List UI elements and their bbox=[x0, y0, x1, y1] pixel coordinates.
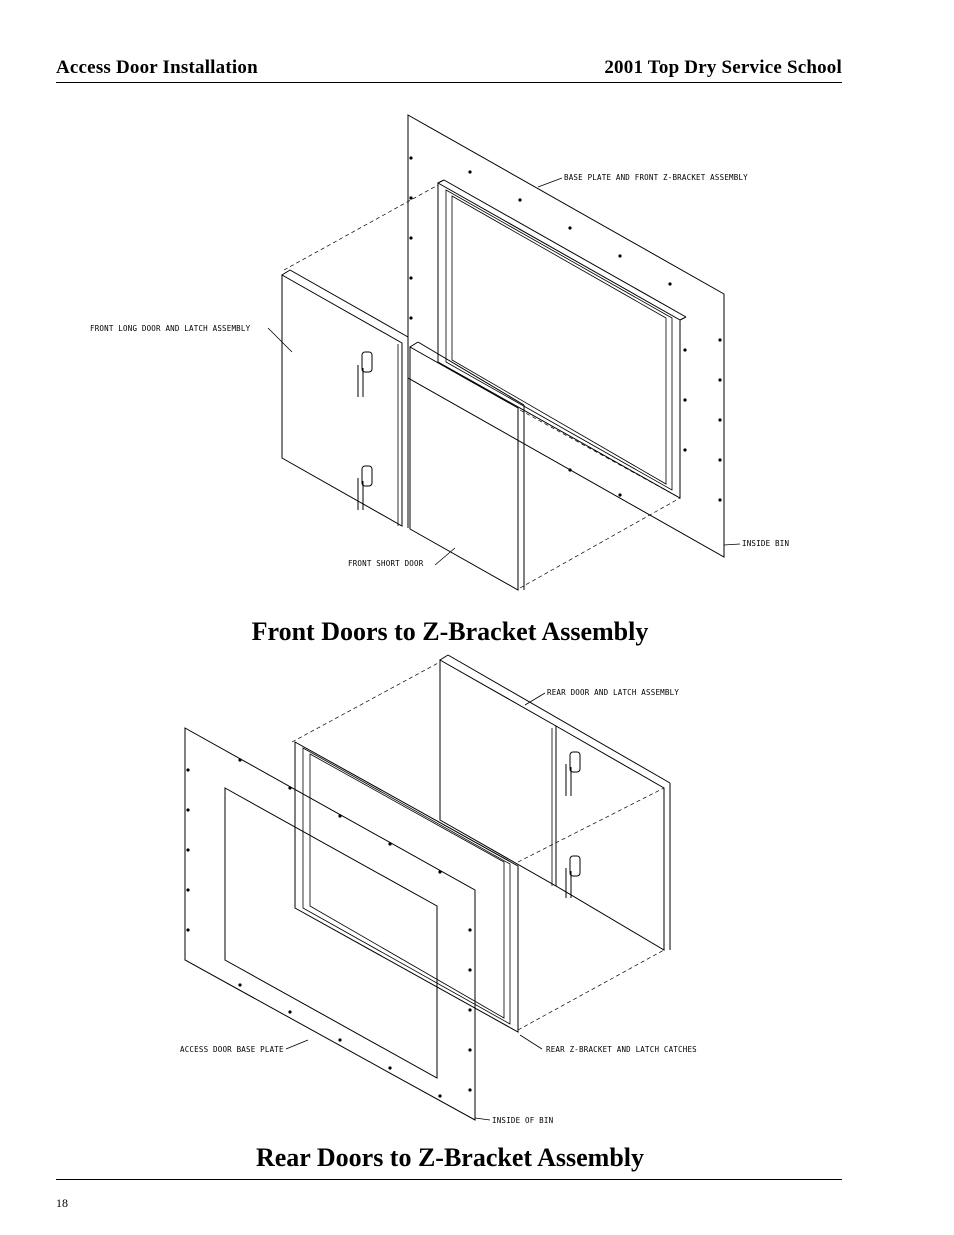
label-access-door-base-plate: ACCESS DOOR BASE PLATE bbox=[180, 1045, 284, 1054]
f2-base-plate bbox=[184, 727, 476, 1121]
label-base-plate-front: BASE PLATE AND FRONT Z-BRACKET ASSEMBLY bbox=[564, 173, 748, 182]
f1-short-door bbox=[409, 346, 519, 591]
f2-z-bracket-frame bbox=[294, 741, 519, 1033]
figure1-drawing bbox=[267, 114, 741, 591]
label-rear-door: REAR DOOR AND LATCH ASSEMBLY bbox=[547, 688, 679, 697]
f1-z-bracket-frame bbox=[437, 182, 681, 499]
f1-long-door bbox=[281, 274, 403, 527]
footer-rule bbox=[56, 1179, 842, 1180]
header-rule bbox=[56, 82, 842, 83]
header-title-left: Access Door Installation bbox=[56, 57, 258, 78]
figure1-caption: Front Doors to Z-Bracket Assembly bbox=[251, 617, 649, 646]
page-number: 18 bbox=[56, 1196, 68, 1210]
header-title-right: 2001 Top Dry Service School bbox=[604, 57, 842, 78]
f2-rear-door-right bbox=[555, 725, 665, 951]
label-inside-bin: INSIDE BIN bbox=[742, 539, 789, 548]
figure2-drawing bbox=[184, 654, 671, 1121]
label-front-short-door: FRONT SHORT DOOR bbox=[348, 559, 424, 568]
label-front-long-door: FRONT LONG DOOR AND LATCH ASSEMBLY bbox=[90, 324, 251, 333]
f1-base-plate bbox=[407, 114, 725, 558]
label-inside-of-bin: INSIDE OF BIN bbox=[492, 1116, 553, 1125]
f2-base-plate-opening bbox=[224, 787, 438, 1079]
f2-rear-door-left bbox=[439, 659, 557, 887]
figure2-caption: Rear Doors to Z-Bracket Assembly bbox=[255, 1143, 645, 1172]
label-rear-z-bracket: REAR Z-BRACKET AND LATCH CATCHES bbox=[546, 1045, 697, 1054]
